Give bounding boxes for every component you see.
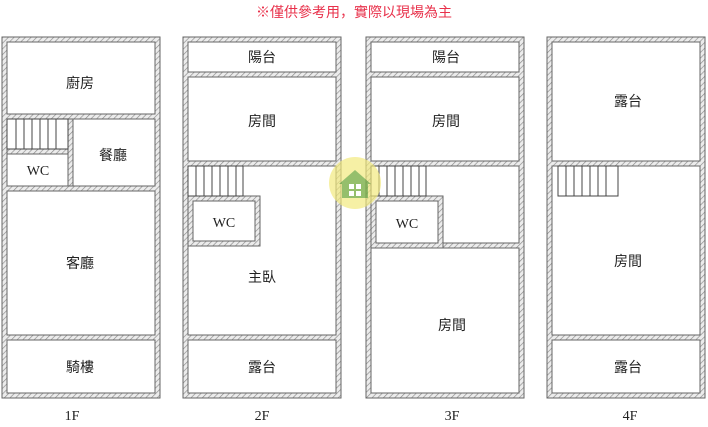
- room-label: WC: [213, 216, 236, 231]
- room-label: 陽台: [248, 50, 276, 66]
- room-label: 房間: [432, 114, 460, 130]
- room-label: 客廳: [66, 255, 94, 272]
- room-label: 露台: [614, 360, 642, 376]
- floor-label: 1F: [65, 409, 80, 424]
- room-label: 主臥: [248, 270, 276, 286]
- floor-label: 2F: [255, 409, 270, 424]
- floor-label: 4F: [623, 409, 638, 424]
- staircase: [557, 165, 619, 197]
- room-label: 露台: [248, 360, 276, 376]
- floor-2f: 陽台 房間 WC 主臥 露台 2F: [182, 36, 342, 424]
- room-label: 陽台: [432, 50, 460, 66]
- floor-1f: 廚房 餐廳 WC 客廳 騎樓 1F: [1, 36, 161, 424]
- room-label: WC: [396, 217, 419, 232]
- room-label: WC: [27, 164, 50, 179]
- staircase: [187, 165, 244, 197]
- room-label: 餐廳: [99, 147, 127, 164]
- room-label: 廚房: [66, 75, 94, 92]
- disclaimer-notice: ※僅供參考用，實際以現場為主: [256, 5, 452, 21]
- room-label: 騎樓: [66, 360, 94, 376]
- room-label: 房間: [438, 318, 466, 334]
- house-logo-icon: [329, 157, 381, 209]
- room-label: 房間: [248, 114, 276, 130]
- staircase: [6, 118, 69, 150]
- floor-label: 3F: [445, 409, 460, 424]
- room-label: 房間: [614, 254, 642, 270]
- floor-3f: 陽台 房間 WC 房間 露台 3F: [365, 36, 525, 424]
- room-label: 露台: [614, 94, 642, 110]
- floor-4f: 露台 房間 露台 4F: [546, 36, 706, 424]
